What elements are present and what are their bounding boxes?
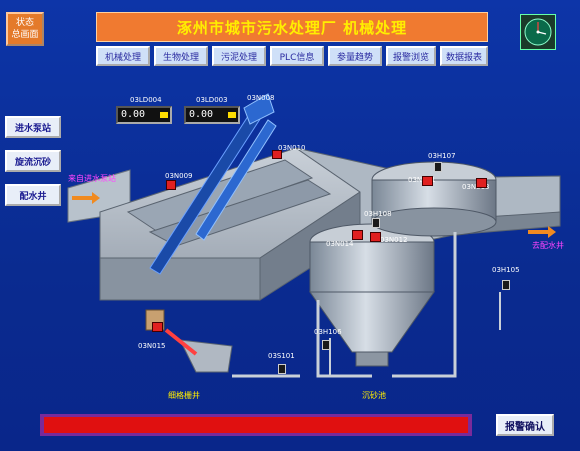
grit-well-label: 细格栅井 — [168, 391, 200, 400]
alarm-ack-button[interactable]: 报警确认 — [496, 414, 554, 436]
level-display-ld003: 0.00 — [184, 106, 240, 124]
display-tag-ld004: 03LD004 — [130, 96, 162, 104]
outlet-label: 去配水井 — [532, 241, 564, 250]
tag-n015: 03N015 — [138, 342, 166, 350]
side-button-intake-pump[interactable]: 进水泵站 — [5, 116, 61, 138]
sensor-icon[interactable] — [502, 280, 510, 290]
level-display-ld004: 0.00 — [116, 106, 172, 124]
inlet-label: 来自进水泵站 — [68, 174, 116, 183]
tag-n009: 03N009 — [165, 172, 193, 180]
sensor-icon[interactable] — [278, 364, 286, 374]
title-bar: 涿州市城市污水处理厂 机械处理 — [96, 12, 488, 42]
page-title: 涿州市城市污水处理厂 机械处理 — [176, 18, 408, 37]
tag-n014: 03N014 — [326, 240, 354, 248]
tab-reports[interactable]: 数据报表 — [440, 46, 488, 66]
display-tag-ld003: 03LD003 — [196, 96, 228, 104]
tag-h108: 03H108 — [364, 210, 392, 218]
motor-icon[interactable] — [166, 180, 176, 190]
motor-icon[interactable] — [272, 150, 282, 159]
side-button-grit-chamber[interactable]: 旋流沉砂 — [5, 150, 61, 172]
motor-icon[interactable] — [422, 176, 433, 186]
tab-sludge[interactable]: 污泥处理 — [212, 46, 266, 66]
sensor-icon[interactable] — [322, 340, 330, 350]
motor-icon[interactable] — [476, 178, 487, 188]
motor-icon[interactable] — [352, 230, 363, 240]
tag-s101: 03S101 — [268, 352, 295, 360]
tag-n012: 03N012 — [380, 236, 408, 244]
tag-n013: 03N013 — [462, 183, 490, 191]
tab-trends[interactable]: 参量趋势 — [328, 46, 382, 66]
level-value: 0.00 — [189, 109, 214, 120]
status-overview-button[interactable]: 状态 总画面 — [6, 12, 44, 46]
tag-h106: 03H106 — [314, 328, 342, 336]
alarm-bar[interactable] — [40, 414, 472, 436]
level-value: 0.00 — [121, 109, 146, 120]
alarm-message — [44, 417, 468, 433]
side-button-distribution-well[interactable]: 配水井 — [5, 184, 61, 206]
sensor-icon[interactable] — [434, 162, 442, 172]
sensor-icon[interactable] — [372, 218, 380, 228]
tab-alarm-browse[interactable]: 报警浏览 — [386, 46, 436, 66]
tab-plc-info[interactable]: PLC信息 — [270, 46, 324, 66]
motor-icon[interactable] — [152, 322, 163, 332]
tag-h105: 03H105 — [492, 266, 520, 274]
tag-n010: 03N010 — [278, 144, 306, 152]
grit-tank-label: 沉砂池 — [362, 391, 386, 400]
tag-n008: 03N008 — [247, 94, 275, 102]
tab-mechanical[interactable]: 机械处理 — [96, 46, 150, 66]
tab-biological[interactable]: 生物处理 — [154, 46, 208, 66]
tag-h107: 03H107 — [428, 152, 456, 160]
motor-icon[interactable] — [370, 232, 381, 242]
tag-n011: 03N011 — [408, 176, 436, 184]
clock-icon — [520, 14, 556, 50]
